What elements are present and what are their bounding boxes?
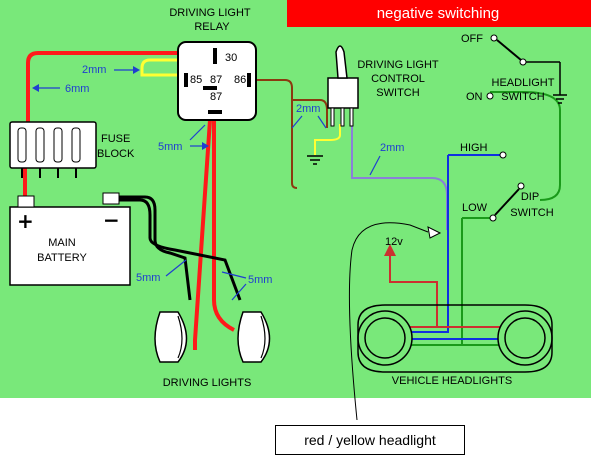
ground-symbol xyxy=(307,155,323,165)
dip-label-1: DIP xyxy=(521,191,539,203)
wire-black-right xyxy=(110,198,242,301)
wire-label-5mm-relay: 5mm xyxy=(158,141,182,153)
battery-minus: − xyxy=(103,208,120,232)
wire-87-right-light xyxy=(212,120,235,332)
vehicle-headlight-housing xyxy=(357,304,553,373)
control-switch-leg-3 xyxy=(349,107,354,127)
switch-label-2: CONTROL xyxy=(371,73,425,85)
wire-label-2mm-switch: 2mm xyxy=(296,103,320,115)
wire-label-2mm-switch-arrow-2 xyxy=(317,115,327,129)
headlight-switch-label-2: SWITCH xyxy=(501,91,544,103)
wire-label-6mm-arrowhead xyxy=(32,84,39,92)
relay-title-2: RELAY xyxy=(194,21,230,33)
relay-body xyxy=(177,41,257,121)
headlight-ground-symbol xyxy=(553,94,567,104)
battery-terminal-negative xyxy=(102,192,120,205)
annotation-curve xyxy=(348,222,429,421)
vehicle-headlight-right-inner xyxy=(504,317,546,359)
wire-purple-high xyxy=(351,124,448,230)
diagram-background xyxy=(0,0,591,398)
fuse-label-2: BLOCK xyxy=(97,148,135,160)
banner-text: negative switching xyxy=(377,5,500,22)
wire-label-5mm-relay-arrow-2 xyxy=(189,124,206,141)
wire-blue-high xyxy=(408,155,449,333)
driving-light-left xyxy=(154,311,188,363)
wire-label-5mm-right: 5mm xyxy=(248,274,272,286)
control-switch-body xyxy=(327,77,359,109)
arrow-12v xyxy=(384,244,396,256)
wire-brown-switch xyxy=(292,99,328,128)
switch-label-3: SWITCH xyxy=(376,87,419,99)
battery-label-1: MAIN xyxy=(48,237,76,249)
vehicle-headlight-left-inner xyxy=(364,317,406,359)
wire-label-2mm-relay-arrowhead xyxy=(133,66,140,74)
driving-light-right xyxy=(237,311,271,363)
relay-pin-87-bottom xyxy=(208,110,222,114)
fuse-label-1: FUSE xyxy=(101,133,130,145)
wire-label-5mm-relay-arrowhead xyxy=(202,142,209,150)
dip-low-label: LOW xyxy=(462,202,488,214)
headlight-switch-lever xyxy=(496,39,522,61)
headlight-switch-on-contact xyxy=(486,92,494,100)
wire-label-2mm-purple-arrow xyxy=(369,155,381,176)
wire-label-2mm-relay: 2mm xyxy=(82,64,106,76)
vehicle-headlights-label: VEHICLE HEADLIGHTS xyxy=(392,375,512,387)
caption-box: red / yellow headlight xyxy=(275,425,465,455)
relay-pin-87a-label: 87 xyxy=(210,74,222,86)
wire-label-5mm-left-arrow xyxy=(165,259,187,277)
battery-label-2: BATTERY xyxy=(37,252,87,264)
banner xyxy=(287,0,591,27)
wire-label-2mm-purple: 2mm xyxy=(380,142,404,154)
wire-label-6mm: 6mm xyxy=(65,83,89,95)
dip-high-contact xyxy=(499,151,507,159)
wire-yellow-ground xyxy=(314,124,341,155)
headlight-switch-label-1: HEADLIGHT xyxy=(492,77,555,89)
control-switch-leg-1 xyxy=(330,107,335,127)
control-switch-toggle xyxy=(335,45,348,79)
wire-black-left xyxy=(110,195,192,301)
wire-label-5mm-left: 5mm xyxy=(136,272,160,284)
switch-label-1: DRIVING LIGHT xyxy=(357,59,439,71)
wire-label-5mm-right-arrow-2 xyxy=(231,283,247,301)
main-battery xyxy=(9,206,131,286)
relay-pin-30 xyxy=(213,48,217,64)
driving-lights-label: DRIVING LIGHTS xyxy=(163,377,252,389)
relay-pin-87-center xyxy=(203,86,217,90)
relay-title-1: DRIVING LIGHT xyxy=(169,7,251,19)
relay-pin-86 xyxy=(247,73,251,87)
relay-pin-85-label: 85 xyxy=(190,74,202,86)
wire-green-headlight xyxy=(490,91,561,201)
relay-pin-86-label: 86 xyxy=(234,74,246,86)
battery-terminal-positive xyxy=(17,195,35,208)
dip-pivot xyxy=(517,182,525,190)
headlight-on-label: ON xyxy=(466,91,483,103)
control-switch-leg-2 xyxy=(340,107,345,127)
dip-switch-lever xyxy=(494,188,520,216)
dip-label-2: SWITCH xyxy=(510,207,553,219)
relay-pin-87b-label: 87 xyxy=(210,91,222,103)
wire-87-left-light xyxy=(193,119,212,350)
wire-label-5mm-right-arrow xyxy=(221,271,247,279)
headlight-switch-off-contact xyxy=(490,34,498,42)
battery-plus: + xyxy=(17,209,34,233)
caption-text: red / yellow headlight xyxy=(304,432,436,448)
wire-label-2mm-switch-arrow-1 xyxy=(291,115,303,129)
wire-yellow-85 xyxy=(140,58,215,77)
label-12v: 12v xyxy=(385,236,403,248)
headlight-off-label: OFF xyxy=(461,33,483,45)
dip-high-label: HIGH xyxy=(460,142,488,154)
relay-pin-85 xyxy=(184,73,188,87)
fuse-block-fuses xyxy=(17,127,81,178)
wire-6mm-red xyxy=(26,51,215,122)
wire-brown-86 xyxy=(255,79,298,189)
relay-pin-30-label: 30 xyxy=(225,52,237,64)
dip-low-contact xyxy=(489,214,497,222)
annotation-arrow xyxy=(427,226,442,239)
